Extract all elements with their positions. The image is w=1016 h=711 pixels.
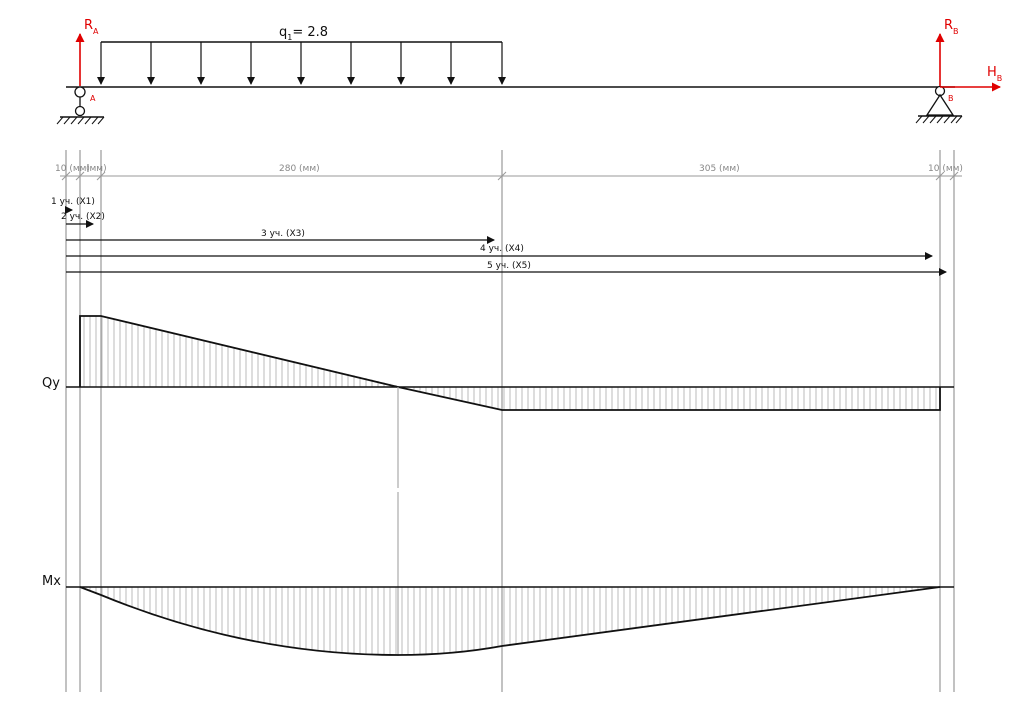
section-3-label: 3 уч. (X3): [261, 229, 305, 239]
dimension-4: 305 (мм): [699, 164, 740, 174]
mx-label: Mx: [42, 574, 61, 589]
section-2-label: 2 уч. (X2): [61, 212, 105, 222]
dimension-2: (мм): [86, 164, 107, 174]
section-4-label: 4 уч. (X4): [480, 244, 524, 254]
mx-diagram: [66, 492, 954, 656]
section-arrows: [65, 206, 947, 276]
distributed-load: [97, 41, 506, 85]
point-a-label: A: [90, 94, 96, 103]
support-b: [915, 85, 963, 124]
qy-label: Qy: [42, 376, 60, 391]
dimension-5: 10 (мм): [928, 164, 963, 174]
reaction-ra-label: RA: [84, 18, 99, 36]
dimension-1: 10 (мм): [55, 164, 90, 174]
point-b-label: B: [948, 94, 954, 103]
section-1-label: 1 уч. (X1): [51, 197, 95, 207]
reaction-hb-label: HB: [987, 65, 1002, 83]
support-a: [56, 86, 105, 125]
load-label: q1= 2.8: [279, 25, 328, 42]
section-5-label: 5 уч. (X5): [487, 261, 531, 271]
dimension-3: 280 (мм): [279, 164, 320, 174]
qy-diagram: [66, 315, 954, 488]
dimension-line: [60, 171, 962, 181]
reaction-rb-label: RB: [944, 18, 959, 36]
